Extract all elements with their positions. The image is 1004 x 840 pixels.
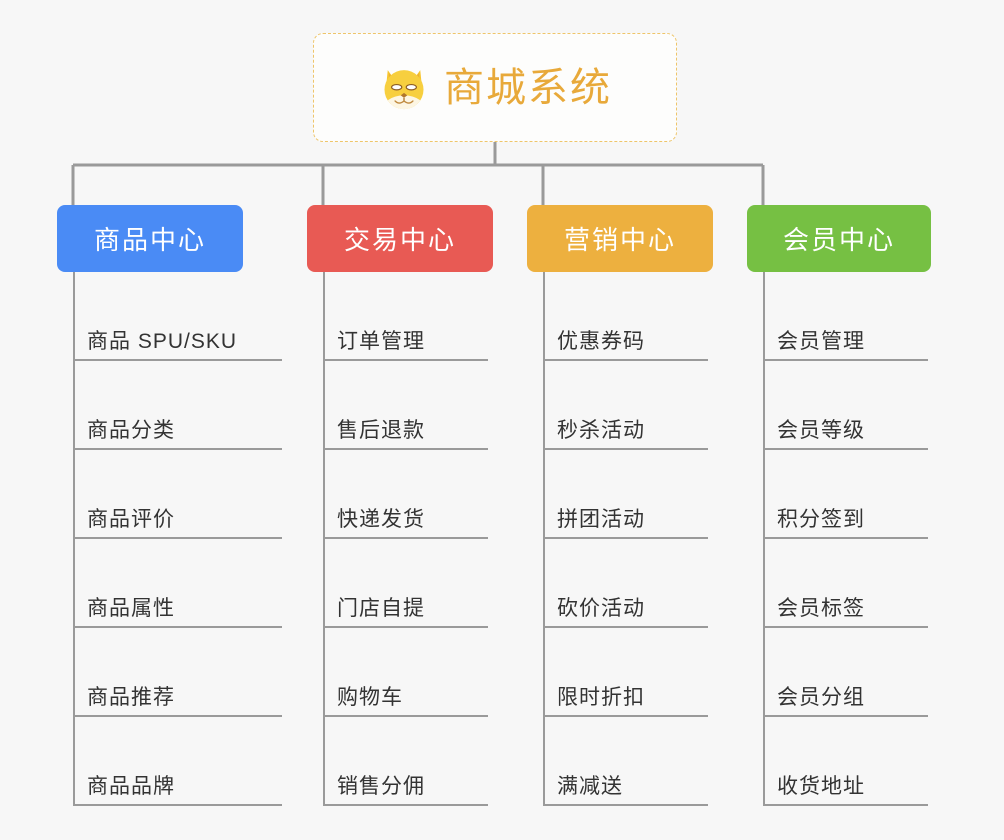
branch-header-label: 会员中心 xyxy=(782,225,895,255)
leaf-underline xyxy=(73,448,282,450)
leaf-item-label: 会员等级 xyxy=(777,419,865,442)
leaf-item[interactable]: 砍价活动 xyxy=(527,539,713,628)
leaf-item[interactable]: 收货地址 xyxy=(747,717,931,806)
leaf-item[interactable]: 商品评价 xyxy=(57,450,282,539)
leaf-underline xyxy=(763,359,928,361)
leaf-underline xyxy=(763,537,928,539)
leaf-item-label: 会员分组 xyxy=(777,686,865,709)
leaf-item-label: 售后退款 xyxy=(337,419,425,442)
leaf-item[interactable]: 限时折扣 xyxy=(527,628,713,717)
branch-header-4[interactable]: 会员中心 xyxy=(747,205,931,272)
leaf-item-label: 积分签到 xyxy=(777,508,865,531)
leaf-underline xyxy=(543,537,708,539)
leaf-underline xyxy=(73,804,282,806)
leaf-item[interactable]: 订单管理 xyxy=(307,272,493,361)
leaf-list: 优惠券码秒杀活动拼团活动砍价活动限时折扣满减送 xyxy=(527,272,713,806)
leaf-underline xyxy=(323,448,488,450)
leaf-underline xyxy=(73,626,282,628)
leaf-item[interactable]: 快递发货 xyxy=(307,450,493,539)
leaf-item-label: 商品 SPU/SKU xyxy=(87,330,238,353)
leaf-trunk-line xyxy=(323,272,325,806)
leaf-underline xyxy=(543,448,708,450)
leaf-item-label: 拼团活动 xyxy=(557,508,645,531)
leaf-item-label: 会员标签 xyxy=(777,597,865,620)
leaf-item-label: 商品评价 xyxy=(87,508,175,531)
leaf-item[interactable]: 满减送 xyxy=(527,717,713,806)
branch-header-3[interactable]: 营销中心 xyxy=(527,205,713,272)
leaf-underline xyxy=(73,715,282,717)
leaf-underline xyxy=(543,715,708,717)
leaf-item-label: 收货地址 xyxy=(777,775,865,798)
leaf-item[interactable]: 商品分类 xyxy=(57,361,282,450)
leaf-item[interactable]: 商品品牌 xyxy=(57,717,282,806)
leaf-list: 订单管理售后退款快递发货门店自提购物车销售分佣 xyxy=(307,272,493,806)
leaf-item[interactable]: 会员分组 xyxy=(747,628,931,717)
leaf-trunk-line xyxy=(543,272,545,806)
leaf-underline xyxy=(543,359,708,361)
leaf-trunk-line xyxy=(763,272,765,806)
leaf-item-label: 门店自提 xyxy=(337,597,425,620)
leaf-item-label: 购物车 xyxy=(337,686,403,709)
branch-header-label: 商品中心 xyxy=(93,225,206,255)
leaf-item-label: 销售分佣 xyxy=(337,775,425,798)
branch-header-2[interactable]: 交易中心 xyxy=(307,205,493,272)
branch-header-label: 交易中心 xyxy=(343,225,456,255)
leaf-item-label: 商品属性 xyxy=(87,597,175,620)
leaf-item[interactable]: 秒杀活动 xyxy=(527,361,713,450)
branch-header-1[interactable]: 商品中心 xyxy=(57,205,243,272)
leaf-underline xyxy=(73,359,282,361)
leaf-item-label: 砍价活动 xyxy=(557,597,645,620)
leaf-item-label: 满减送 xyxy=(557,775,623,798)
leaf-item-label: 商品分类 xyxy=(87,419,175,442)
leaf-item-label: 会员管理 xyxy=(777,330,865,353)
leaf-item[interactable]: 商品属性 xyxy=(57,539,282,628)
leaf-underline xyxy=(763,715,928,717)
leaf-item-label: 订单管理 xyxy=(337,330,425,353)
leaf-item-label: 限时折扣 xyxy=(557,686,645,709)
leaf-underline xyxy=(763,448,928,450)
leaf-item[interactable]: 售后退款 xyxy=(307,361,493,450)
leaf-item-label: 商品品牌 xyxy=(87,775,175,798)
leaf-item[interactable]: 门店自提 xyxy=(307,539,493,628)
leaf-item[interactable]: 积分签到 xyxy=(747,450,931,539)
leaf-underline xyxy=(763,626,928,628)
leaf-item[interactable]: 会员等级 xyxy=(747,361,931,450)
leaf-underline xyxy=(543,626,708,628)
leaf-item-label: 优惠券码 xyxy=(557,330,645,353)
leaf-item[interactable]: 商品推荐 xyxy=(57,628,282,717)
leaf-item-label: 商品推荐 xyxy=(87,686,175,709)
leaf-list: 会员管理会员等级积分签到会员标签会员分组收货地址 xyxy=(747,272,931,806)
branch-header-label: 营销中心 xyxy=(563,225,676,255)
leaf-item[interactable]: 优惠券码 xyxy=(527,272,713,361)
leaf-item[interactable]: 拼团活动 xyxy=(527,450,713,539)
leaf-item[interactable]: 购物车 xyxy=(307,628,493,717)
leaf-item-label: 快递发货 xyxy=(337,508,425,531)
leaf-item[interactable]: 会员管理 xyxy=(747,272,931,361)
leaf-item[interactable]: 会员标签 xyxy=(747,539,931,628)
leaf-underline xyxy=(323,359,488,361)
leaf-underline xyxy=(323,804,488,806)
shiba-dog-icon xyxy=(384,69,424,109)
leaf-underline xyxy=(323,626,488,628)
leaf-underline xyxy=(323,715,488,717)
leaf-item[interactable]: 商品 SPU/SKU xyxy=(57,272,282,361)
leaf-item-label: 秒杀活动 xyxy=(557,419,645,442)
leaf-underline xyxy=(73,537,282,539)
root-title: 商城系统 xyxy=(444,65,612,110)
leaf-underline xyxy=(763,804,928,806)
leaf-underline xyxy=(323,537,488,539)
leaf-underline xyxy=(543,804,708,806)
leaf-item[interactable]: 销售分佣 xyxy=(307,717,493,806)
leaf-list: 商品 SPU/SKU 商品分类商品评价商品属性商品推荐商品品牌 xyxy=(57,272,282,806)
leaf-trunk-line xyxy=(73,272,75,806)
root-node[interactable]: 商城系统 xyxy=(313,33,677,142)
